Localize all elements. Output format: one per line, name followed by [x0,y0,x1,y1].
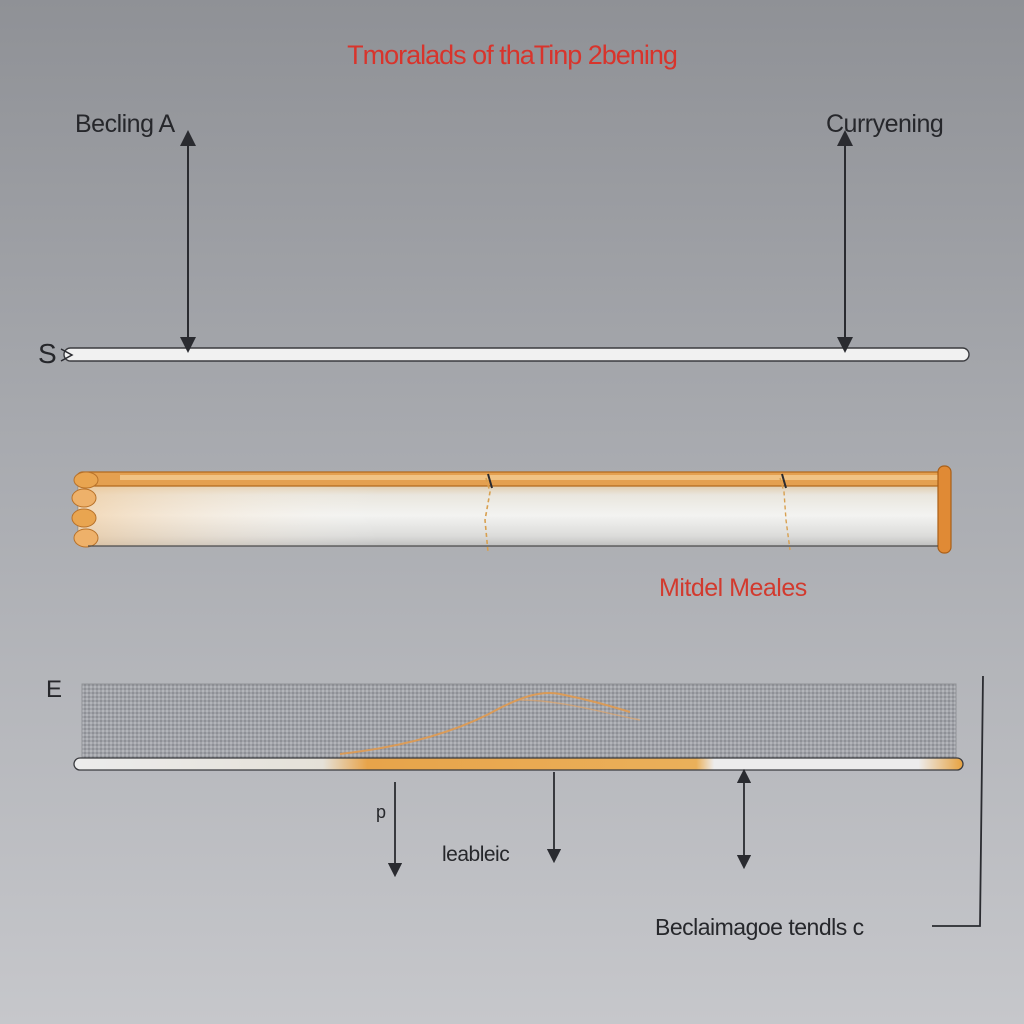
label-small-marker: p [376,802,386,822]
label-bottom-right: Beclaimagoe tendls c [655,914,864,940]
label-center-bottom: leableic [442,843,510,866]
bend-curve [339,692,631,755]
label-left-marker-top: S [38,338,57,369]
top-rod-left-tip [60,348,74,362]
label-material: Mitdel Meales [659,574,807,602]
bottom-right-leader [932,675,984,927]
metal-tube [71,465,952,554]
label-left-marker-bottom: E [46,676,62,703]
diagram-title: Tmoralads of thaTinp 2bening [347,40,678,70]
top-rod [63,347,970,362]
label-top-left: Becling A [75,110,175,138]
label-top-right: Curryening [826,110,944,138]
bottom-rod [73,757,964,771]
mesh-panel [81,683,957,761]
